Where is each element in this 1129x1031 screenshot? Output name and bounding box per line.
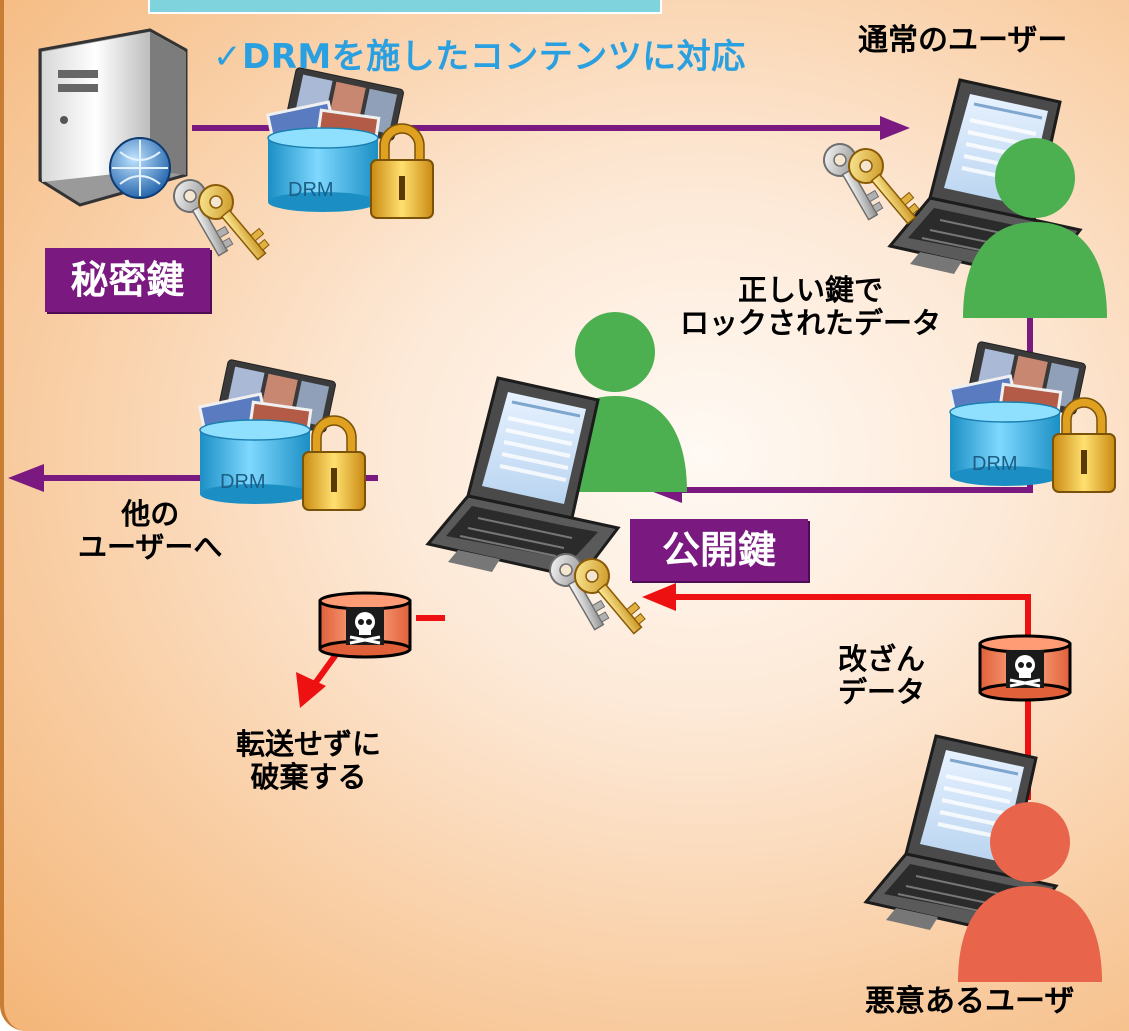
discard-line1: 転送せずに (236, 727, 382, 761)
tampered-data-icon (978, 634, 1072, 702)
discarded-data-icon (318, 591, 412, 659)
top-banner-strip (148, 0, 662, 14)
private-key-badge: 秘密鍵 (45, 248, 210, 312)
normal-user-label: 通常のユーザー (858, 23, 1068, 58)
drm-tag-right: DRM (972, 453, 1018, 475)
flow-tampered-to-center (642, 583, 1031, 800)
tampered-line1: 改ざん (838, 642, 926, 676)
discard-line2: 破棄する (250, 760, 367, 795)
to-other-users-line1: 他の (121, 497, 180, 531)
correct-key-label: 正しい鍵で ロックされたデータ (680, 273, 942, 341)
correct-key-line2: ロックされたデータ (680, 306, 942, 341)
drm-tag-left: DRM (220, 471, 266, 493)
public-key-badge: 公開鍵 (630, 519, 808, 581)
to-other-users-label: 他の ユーザーへ (78, 497, 223, 565)
malicious-user-label: 悪意あるユーザ (865, 984, 1075, 1019)
server-icon (38, 28, 188, 207)
drm-support-title: ✓DRMを施したコンテンツに対応 (213, 37, 746, 77)
normal-user-keys-icon (817, 137, 926, 233)
to-other-users-line2: ユーザーへ (78, 530, 223, 565)
drm-tag-top: DRM (288, 179, 334, 201)
tampered-data-label: 改ざん データ (838, 642, 926, 710)
correct-key-line1: 正しい鍵で (738, 273, 884, 307)
discard-label: 転送せずに 破棄する (236, 727, 382, 795)
tampered-line2: データ (838, 675, 926, 710)
